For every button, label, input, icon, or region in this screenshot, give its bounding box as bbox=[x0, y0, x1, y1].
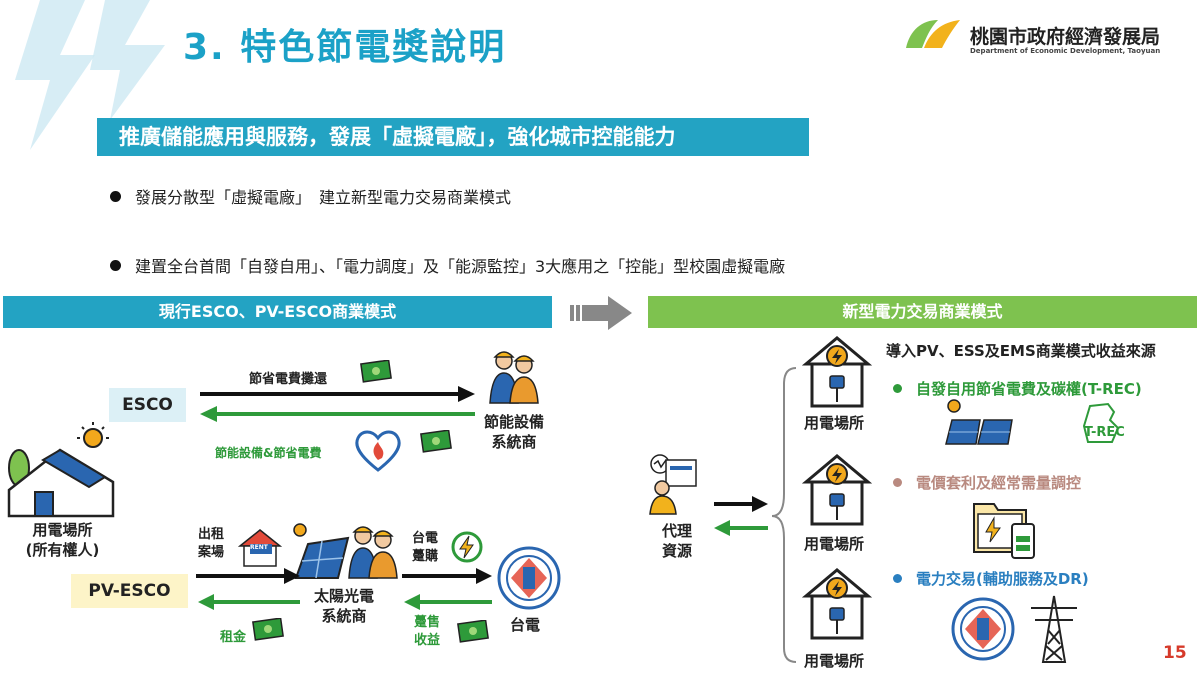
money-icon bbox=[360, 360, 392, 383]
transition-arrow-icon bbox=[570, 296, 632, 330]
taipower-logo-icon bbox=[497, 546, 561, 610]
right-section-header: 新型電力交易商業模式 bbox=[648, 296, 1197, 328]
pv-esco-label: PV-ESCO bbox=[71, 574, 188, 608]
taipower-label: 台電 bbox=[510, 616, 541, 634]
heart-energy-icon bbox=[355, 430, 401, 472]
revenue-item-3: 電力交易(輔助服務及DR) bbox=[893, 568, 1089, 589]
pvesco-flow-arrows bbox=[196, 568, 492, 610]
savings-return-label: 節省電費攤還 bbox=[249, 372, 328, 387]
org-name: 桃園市政府經濟發展局 bbox=[970, 26, 1161, 48]
pv-vendor-label: 太陽光電 系統商 bbox=[313, 587, 374, 626]
banner-heading: 推廣儲能應用與服務，發展「虛擬電廠」，強化城市控能能力 bbox=[97, 118, 809, 156]
site-label-1: 用電場所 bbox=[804, 414, 865, 432]
taipower-buy-label: 台電 躉購 bbox=[412, 531, 439, 564]
bullet-2: 建置全台首間「自發自用」、「電力調度」及「能源監控」3大應用之「控能」型校園虛擬… bbox=[110, 253, 785, 277]
site-label-3: 用電場所 bbox=[804, 652, 865, 670]
revenue-item-1: 自發自用節省電費及碳權(T-REC) bbox=[893, 378, 1142, 399]
agent-monitor-icon bbox=[649, 454, 697, 515]
building-power-icon bbox=[802, 568, 872, 640]
energy-storage-icon bbox=[973, 503, 1035, 559]
equipment-savings-label: 節能設備&節省電費 bbox=[215, 446, 322, 460]
money-icon bbox=[252, 618, 284, 641]
site-label-2: 用電場所 bbox=[804, 535, 865, 553]
left-section-header: 現行ESCO、PV-ESCO商業模式 bbox=[3, 296, 552, 328]
money-icon bbox=[420, 430, 452, 453]
trec-map-icon bbox=[1082, 402, 1120, 443]
taipower-logo-icon bbox=[951, 597, 1015, 661]
equipment-vendor-label: 節能設備 系統商 bbox=[483, 413, 544, 452]
revenue-intro: 導入PV、ESS及EMS商業模式收益來源 bbox=[886, 342, 1156, 360]
org-logo-icon bbox=[906, 20, 960, 48]
rent-fee-label: 租金 bbox=[220, 630, 247, 645]
bullet-1: 發展分散型「虛擬電廠」 建立新型電力交易商業模式 bbox=[110, 184, 511, 208]
money-icon bbox=[457, 620, 489, 643]
bullet-dot-icon bbox=[893, 478, 902, 487]
building-power-icon bbox=[802, 454, 872, 526]
bullet-dot-icon bbox=[893, 574, 902, 583]
page-number: 15 bbox=[1163, 643, 1187, 663]
user-site-label: 用電場所 (所有權人) bbox=[25, 521, 100, 560]
bullet-dot-icon bbox=[110, 260, 121, 271]
rent-sign: RENT bbox=[250, 544, 268, 551]
power-tower-icon bbox=[1031, 595, 1077, 663]
building-power-icon bbox=[802, 336, 872, 408]
org-name-en: Department of Economic Development, Taoy… bbox=[970, 47, 1161, 55]
agent-label: 代理 資源 bbox=[661, 522, 692, 561]
house-solar-icon bbox=[7, 422, 115, 518]
trec-label: T-REC bbox=[1084, 425, 1125, 440]
green-lightning-icon bbox=[451, 531, 483, 563]
solar-panels-icon bbox=[945, 399, 1013, 445]
page-title: 3. 特色節電獎說明 bbox=[183, 27, 507, 68]
agent-flow-arrows bbox=[714, 367, 797, 663]
bullet-dot-icon bbox=[893, 384, 902, 393]
workers-icon bbox=[348, 526, 398, 579]
rent-house-icon bbox=[238, 529, 282, 567]
workers-icon bbox=[489, 351, 539, 404]
esco-label: ESCO bbox=[109, 388, 186, 422]
bullet-dot-icon bbox=[110, 191, 121, 202]
rent-site-label: 出租 案場 bbox=[198, 527, 225, 560]
revenue-item-2: 電價套利及經常需量調控 bbox=[893, 472, 1081, 493]
esco-flow-arrows bbox=[200, 386, 475, 422]
solar-panel-icon bbox=[293, 523, 350, 579]
sell-income-label: 躉售 收益 bbox=[414, 615, 441, 648]
lightning-decoration bbox=[15, 0, 165, 150]
